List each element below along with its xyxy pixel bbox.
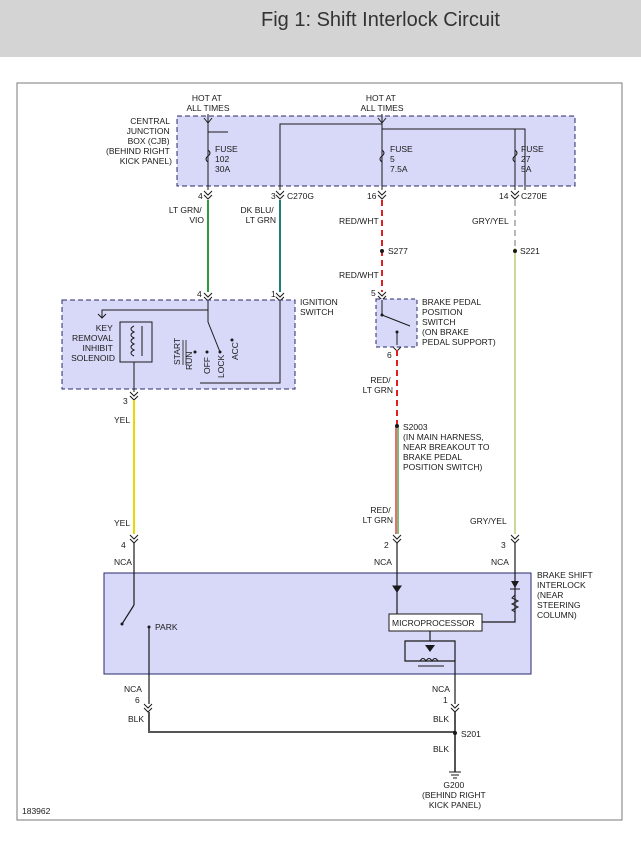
fuse-102-label: FUSE 102 30A [215, 144, 240, 174]
brake-switch-pin-6: 6 [387, 350, 392, 360]
brake-switch-label: BRAKE PEDAL POSITION SWITCH (ON BRAKE PE… [422, 297, 496, 347]
ignition-pin-4: 4 [197, 289, 202, 299]
bsi-nca-4: NCA [114, 557, 132, 567]
solenoid-box [119, 321, 153, 363]
diagram-frame [16, 82, 623, 821]
figure-title: Fig 1: Shift Interlock Circuit [261, 9, 500, 31]
connector-c270g: C270G [287, 191, 314, 201]
ignition-switch: IGNITION SWITCH 4 1 3 KEY REMOVAL INHIBI… [61, 289, 340, 406]
ignition-pos-start: START [172, 338, 182, 365]
ground-icon [449, 771, 461, 779]
figure-header: Fig 1: Shift Interlock Circuit [0, 0, 641, 57]
connector-marks [129, 190, 520, 713]
wire-label-blk-3: BLK [433, 744, 449, 754]
wire-blk-6 [148, 712, 455, 733]
ignition-pos-lock: LOCK [216, 355, 226, 378]
ground-label: G200 (BEHIND RIGHT KICK PANEL) [422, 780, 488, 810]
central-junction-box: CENTRAL JUNCTION BOX (CJB) (BEHIND RIGHT… [106, 93, 576, 201]
wire-label-dk-blu-lt-grn: DK BLU/ LT GRN [241, 205, 276, 225]
ignition-pin-3: 3 [123, 396, 128, 406]
wire-label-red-lt-grn-2: RED/ LT GRN [363, 505, 393, 525]
cjb-pin-3: 3 [271, 191, 276, 201]
resistor-icon [510, 594, 520, 613]
cjb-label: CENTRAL JUNCTION BOX (CJB) (BEHIND RIGHT… [106, 116, 172, 166]
wire-label-gry-yel-1: GRY/YEL [472, 216, 509, 226]
coil-icon [419, 658, 439, 662]
fuse-102-symbol [205, 149, 211, 163]
bsi-pin-6: 6 [135, 695, 140, 705]
bsi-pin-1: 1 [443, 695, 448, 705]
solenoid-label: KEY REMOVAL INHIBIT SOLENOID [71, 323, 115, 363]
ignition-pos-run: RUN [184, 352, 194, 370]
ignition-pos-off: OFF [202, 357, 212, 374]
wire-label-red-wht-2: RED/WHT [339, 270, 379, 280]
splice-s277-dot [380, 249, 384, 253]
wire-label-blk-2: BLK [433, 714, 449, 724]
fuse-27-label: FUSE 27 5A [521, 144, 546, 174]
wire-label-red-wht-1: RED/WHT [339, 216, 379, 226]
hot-at-all-times-right: HOT AT ALL TIMES [361, 93, 404, 113]
splice-s221-dot [513, 249, 517, 253]
wire-label-yel-2: YEL [114, 518, 130, 528]
cjb-box [176, 115, 576, 187]
ignition-pos-acc: ACC [230, 342, 240, 360]
splice-s201: S201 [461, 729, 481, 739]
microprocessor-label: MICROPROCESSOR [392, 618, 475, 628]
bsi-park-label: PARK [155, 622, 178, 632]
splice-s201-dot [453, 731, 457, 735]
bsi-pin-2: 2 [384, 540, 389, 550]
wire-label-gry-yel-2: GRY/YEL [470, 516, 507, 526]
wire-label-red-lt-grn-1: RED/ LT GRN [363, 375, 393, 395]
figure-id: 183962 [22, 806, 51, 816]
bsi-pin-3: 3 [501, 540, 506, 550]
cjb-pin-14: 14 [499, 191, 509, 201]
splice-s221: S221 [520, 246, 540, 256]
bsi-pin-4: 4 [121, 540, 126, 550]
bsi-nca-2: NCA [374, 557, 392, 567]
solenoid-coil-icon [130, 325, 136, 357]
splice-s277: S277 [388, 246, 408, 256]
wire-label-blk-1: BLK [128, 714, 144, 724]
fuse-5-symbol [379, 149, 385, 163]
bsi-nca-6: NCA [124, 684, 142, 694]
fuse-5-label: FUSE 5 7.5A [390, 144, 415, 174]
brake-shift-interlock: BRAKE SHIFT INTERLOCK (NEAR STEERING COL… [103, 540, 595, 705]
cjb-pin-4: 4 [198, 191, 203, 201]
connector-c270e: C270E [521, 191, 547, 201]
brake-switch-pin-5: 5 [371, 288, 376, 298]
bsi-nca-1: NCA [432, 684, 450, 694]
wire-label-lt-grn-vio: LT GRN/ VIO [169, 205, 204, 225]
bsi-label: BRAKE SHIFT INTERLOCK (NEAR STEERING COL… [537, 570, 595, 620]
hot-at-all-times-left: HOT AT ALL TIMES [187, 93, 230, 113]
ignition-switch-box [61, 299, 296, 390]
brake-pedal-switch: 5 6 BRAKE PEDAL POSITION SWITCH (ON BRAK… [371, 288, 496, 360]
cjb-pin-16: 16 [367, 191, 377, 201]
diode-icon [425, 645, 435, 652]
bsi-nca-3: NCA [491, 557, 509, 567]
ignition-pin-1: 1 [271, 289, 276, 299]
splice-s2003: S2003 (IN MAIN HARNESS, NEAR BREAKOUT TO… [403, 422, 492, 472]
wire-label-yel-1: YEL [114, 415, 130, 425]
splice-s2003-dot [395, 424, 399, 428]
ignition-switch-label: IGNITION SWITCH [300, 297, 340, 317]
